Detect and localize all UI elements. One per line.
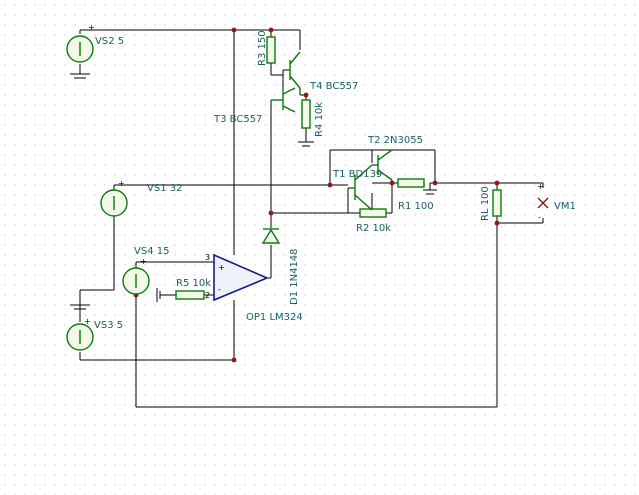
vs2-label: VS2 5	[95, 36, 124, 47]
vs2-plus-sign: +	[88, 23, 95, 32]
op1-plus-input: +	[218, 263, 225, 272]
t3-transistor	[271, 87, 296, 113]
r2-label: R2 10k	[356, 223, 391, 234]
vs4-source	[122, 267, 150, 295]
t4-transistor	[283, 51, 301, 95]
r4-label: R4 10k	[314, 102, 325, 137]
op1-label: OP1 LM324	[246, 312, 303, 323]
r3-label: R3 150	[257, 30, 268, 66]
t3-label: T3 BC557	[213, 114, 262, 125]
r4-resistor	[301, 99, 311, 129]
vs1-plus-sign: +	[118, 179, 125, 188]
op1-minus-input: -	[218, 285, 221, 294]
t1-label: T1 BD139	[332, 169, 382, 180]
vm1-minus-sign: -	[538, 213, 541, 222]
d1-diode	[261, 228, 281, 244]
vs4-plus-sign: +	[140, 257, 147, 266]
r1-resistor	[397, 178, 425, 188]
vm1-plus-sign: +	[537, 182, 544, 191]
vs3-label: VS3 5	[94, 320, 123, 331]
rl-label: RL 100	[480, 186, 491, 221]
t1-transistor	[347, 164, 373, 211]
vs1-source	[100, 189, 128, 217]
vs1-label: VS1 32	[147, 183, 182, 194]
wires	[79, 29, 544, 408]
rl-resistor	[492, 189, 502, 217]
ground-r4	[298, 141, 314, 147]
t4-label: T4 BC557	[309, 81, 358, 92]
r5-label: R5 10k	[176, 278, 211, 289]
ground-r5	[156, 288, 163, 302]
vs3-source	[66, 304, 94, 351]
vs3-plus-sign: +	[84, 317, 91, 326]
op1-pin3: 3	[205, 253, 210, 262]
t2-label: T2 2N3055	[367, 135, 423, 146]
r5-resistor	[175, 290, 205, 300]
d1-label: D1 1N4148	[289, 248, 300, 305]
vm1-voltmeter	[537, 197, 549, 209]
junctions	[133, 27, 500, 363]
vs4-label: VS4 15	[134, 246, 169, 257]
r3-resistor	[266, 36, 276, 64]
t2-transistor	[372, 149, 393, 181]
vs2-source	[66, 35, 94, 79]
vm1-label: VM1	[554, 201, 576, 212]
op1-pin2: 2	[205, 291, 210, 300]
op1-opamp	[213, 253, 270, 302]
ground-r1	[423, 183, 437, 195]
r1-label: R1 100	[398, 201, 434, 212]
r2-resistor	[359, 208, 387, 218]
